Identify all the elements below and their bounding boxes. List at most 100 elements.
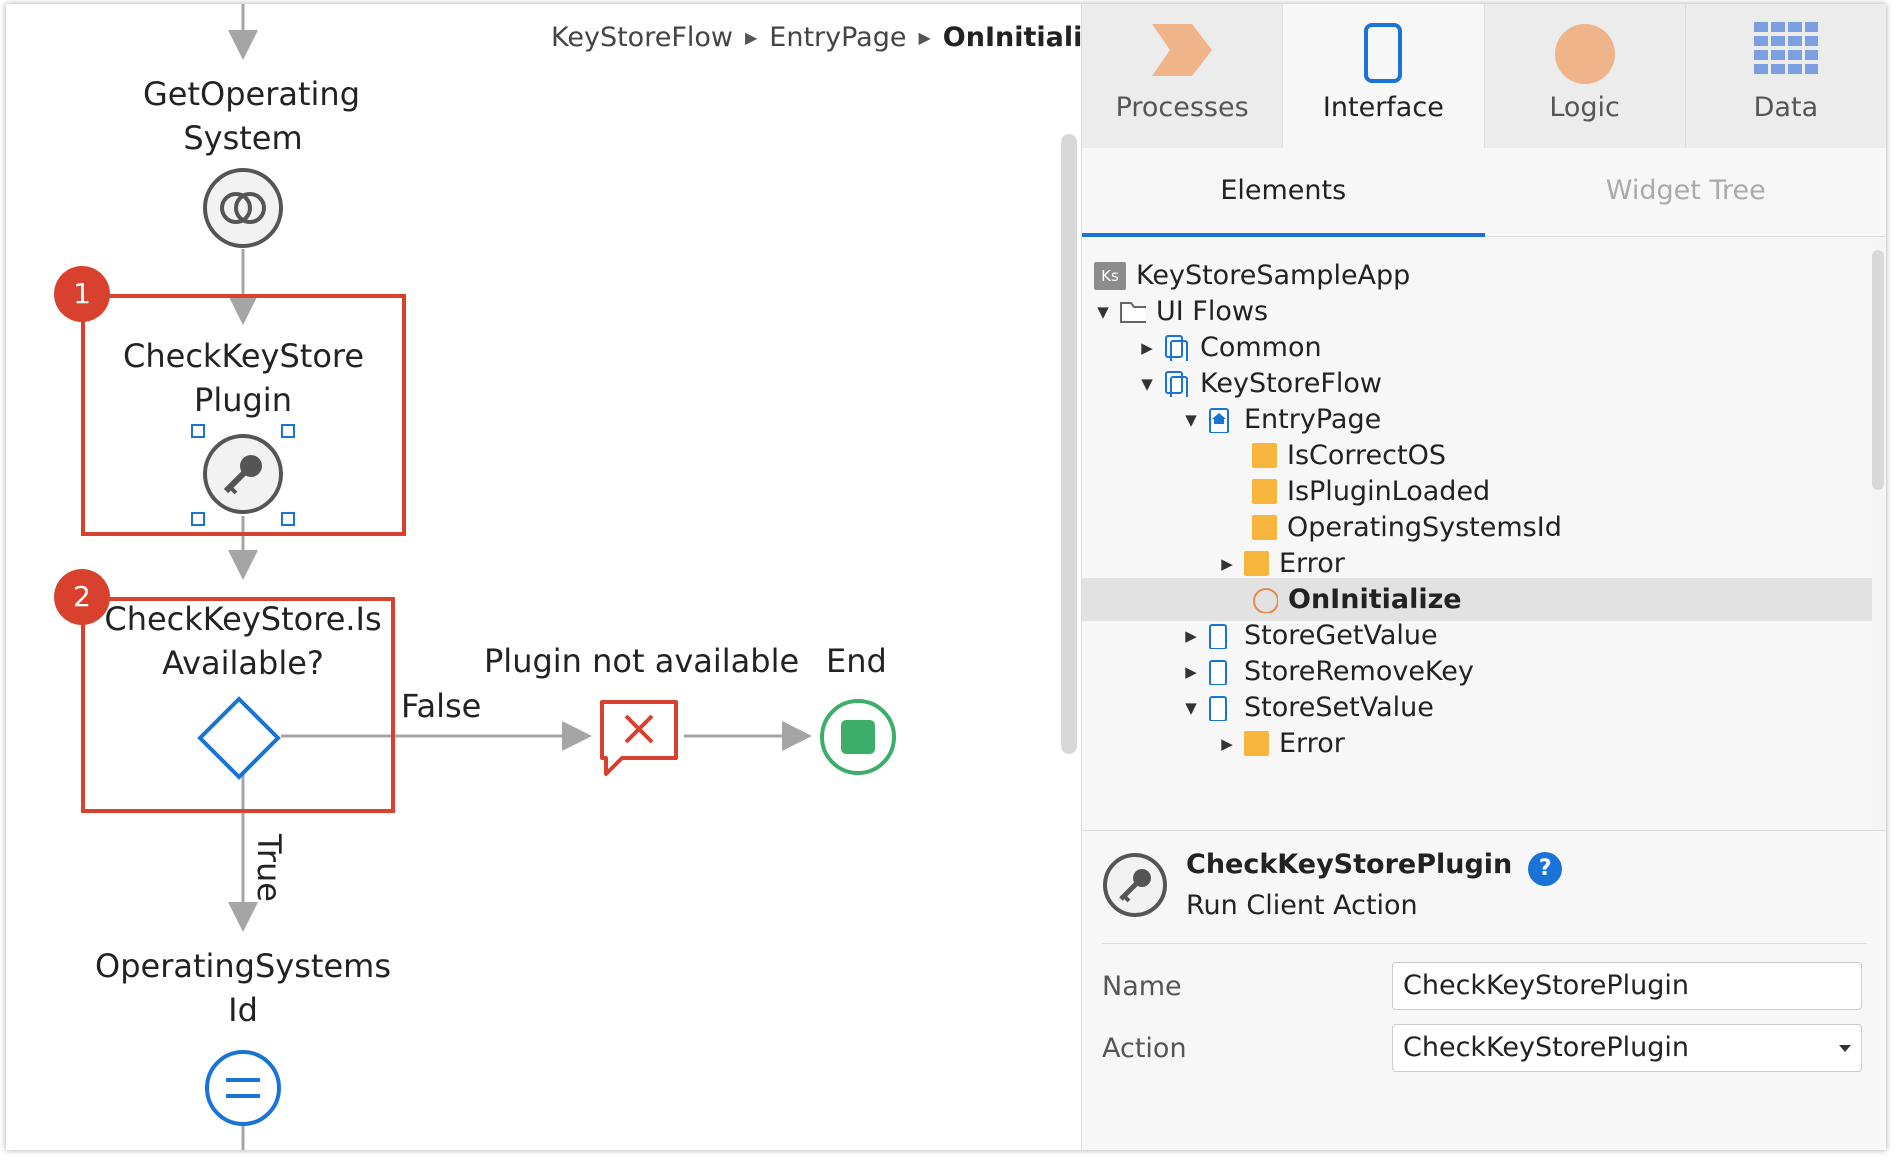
tab-data[interactable]: Data	[1685, 4, 1886, 148]
name-label: Name	[1102, 970, 1182, 1002]
tree-item-ui-flows[interactable]: ▼ UI Flows	[1082, 290, 1872, 333]
right-panel: Processes Interface Logic	[1081, 4, 1886, 1150]
variable-icon	[1244, 551, 1269, 576]
caret-right-icon[interactable]: ▶	[1221, 734, 1233, 753]
variable-icon	[1252, 443, 1277, 468]
is-available-decision-node[interactable]	[197, 696, 281, 780]
tree-item-label: Error	[1279, 728, 1345, 759]
tree-item-error-2[interactable]: ▶ Error	[1082, 722, 1872, 765]
properties-header: CheckKeyStorePlugin? Run Client Action	[1102, 849, 1563, 921]
tab-interface-label: Interface	[1322, 92, 1444, 123]
action-select[interactable]: CheckKeyStorePlugin	[1392, 1024, 1862, 1072]
caret-down-icon[interactable]: ▼	[1185, 410, 1197, 429]
caret-right-icon[interactable]: ▶	[1141, 338, 1153, 357]
tree-item-oninitialize[interactable]: OnInitialize	[1082, 578, 1872, 621]
flow-diagram	[81, 4, 896, 1150]
plugin-not-available-error-node[interactable]	[600, 700, 678, 776]
callout-badge-2: 2	[54, 569, 110, 625]
event-handler-icon	[1253, 587, 1278, 613]
app-window: KeyStoreFlow ▶ EntryPage ▶ OnInitialize …	[6, 4, 1886, 1150]
tree-item-iscorrectos[interactable]: IsCorrectOS	[1082, 434, 1872, 477]
tab-elements[interactable]: Elements	[1082, 148, 1485, 237]
tree-item-label: UI Flows	[1156, 296, 1269, 327]
tree-item-storeremovekey[interactable]: ▶ StoreRemoveKey	[1082, 650, 1872, 693]
help-icon[interactable]: ?	[1528, 851, 1563, 886]
plugin-not-available-label: Plugin not available	[484, 642, 800, 680]
key-icon	[1103, 853, 1167, 917]
chevron-down-icon	[1839, 1045, 1851, 1052]
breadcrumb-separator-icon: ▶	[744, 28, 758, 47]
end-node[interactable]	[820, 699, 896, 775]
canvas-scrollbar[interactable]	[1061, 134, 1077, 754]
screen-icon	[1209, 623, 1227, 649]
tree-item-label: Error	[1279, 548, 1345, 579]
tree-item-label: OnInitialize	[1288, 584, 1462, 615]
tab-data-label: Data	[1753, 92, 1819, 123]
tree-item-ispluginloaded[interactable]: IsPluginLoaded	[1082, 470, 1872, 513]
tab-processes[interactable]: Processes	[1082, 4, 1284, 148]
tree-item-operatingsystemsid[interactable]: OperatingSystemsId	[1082, 506, 1872, 549]
tree-item-entrypage[interactable]: ▼ EntryPage	[1082, 398, 1872, 441]
tree-item-label: KeyStoreFlow	[1200, 368, 1382, 399]
screen-icon	[1209, 695, 1227, 721]
tree-item-keystoreflow[interactable]: ▼ KeyStoreFlow	[1082, 362, 1872, 405]
tree-item-label: Common	[1200, 332, 1322, 363]
folder-icon	[1120, 301, 1146, 323]
logic-icon	[1554, 24, 1615, 84]
caret-right-icon[interactable]: ▶	[1185, 626, 1197, 645]
tab-logic-label: Logic	[1549, 92, 1620, 123]
tab-processes-label: Processes	[1115, 92, 1249, 123]
action-label: Action	[1102, 1032, 1187, 1064]
tab-widget-tree[interactable]: Widget Tree	[1605, 175, 1766, 206]
highlight-box-1	[81, 294, 406, 536]
name-property-row: Name CheckKeyStorePlugin	[1102, 961, 1872, 1011]
tree-item-label: StoreSetValue	[1244, 692, 1434, 723]
name-field[interactable]: CheckKeyStorePlugin	[1392, 962, 1862, 1010]
tree-item-storegetvalue[interactable]: ▶ StoreGetValue	[1082, 614, 1872, 657]
processes-icon	[1152, 24, 1213, 76]
tree-item-label: StoreRemoveKey	[1244, 656, 1474, 687]
variable-icon	[1252, 479, 1277, 504]
tree-item-storesetvalue[interactable]: ▼ StoreSetValue	[1082, 686, 1872, 729]
flow-icon	[1165, 334, 1188, 361]
action-select-value: CheckKeyStorePlugin	[1403, 1032, 1690, 1063]
caret-right-icon[interactable]: ▶	[1185, 662, 1197, 681]
layer-tabs: Processes Interface Logic	[1082, 4, 1886, 148]
tree-item-label: KeyStoreSampleApp	[1136, 260, 1411, 291]
properties-subtitle: Run Client Action	[1186, 889, 1418, 921]
breadcrumb-flow[interactable]: KeyStoreFlow	[551, 22, 733, 53]
properties-panel: CheckKeyStorePlugin? Run Client Action N…	[1082, 830, 1886, 1150]
variable-icon	[1244, 731, 1269, 756]
tab-logic[interactable]: Logic	[1484, 4, 1686, 148]
get-operating-system-node[interactable]	[203, 168, 283, 248]
tree-scrollbar[interactable]	[1872, 250, 1884, 490]
callout-badge-1: 1	[54, 266, 110, 322]
tree-item-label: StoreGetValue	[1244, 620, 1438, 651]
caret-down-icon[interactable]: ▼	[1097, 302, 1109, 321]
breadcrumb: KeyStoreFlow ▶ EntryPage ▶ OnInitialize	[551, 22, 1116, 53]
tab-interface[interactable]: Interface	[1283, 4, 1485, 148]
flow-canvas[interactable]: KeyStoreFlow ▶ EntryPage ▶ OnInitialize …	[6, 4, 1116, 1150]
tree-item-label: IsCorrectOS	[1287, 440, 1446, 471]
app-badge-icon: Ks	[1094, 261, 1126, 290]
breadcrumb-screen[interactable]: EntryPage	[769, 22, 907, 53]
tree-item-error[interactable]: ▶ Error	[1082, 542, 1872, 585]
screen-icon	[1209, 659, 1227, 685]
tree-item-label: IsPluginLoaded	[1287, 476, 1491, 507]
data-icon	[1753, 22, 1818, 74]
caret-down-icon[interactable]: ▼	[1185, 698, 1197, 717]
caret-right-icon[interactable]: ▶	[1221, 554, 1233, 573]
home-screen-icon	[1209, 407, 1229, 433]
caret-down-icon[interactable]: ▼	[1141, 374, 1153, 393]
sub-tabs: Elements Widget Tree	[1082, 148, 1886, 237]
tree-item-label: EntryPage	[1244, 404, 1382, 435]
operating-systems-id-assign-node[interactable]	[205, 1050, 281, 1126]
tree-item-app[interactable]: Ks KeyStoreSampleApp	[1082, 254, 1872, 297]
check-keystore-plugin-node[interactable]	[191, 424, 295, 526]
breadcrumb-separator-icon: ▶	[918, 28, 931, 47]
false-branch-label: False	[401, 687, 482, 725]
tree-item-common[interactable]: ▶ Common	[1082, 326, 1872, 369]
element-tree: Ks KeyStoreSampleApp ▼ UI Flows ▶ Common…	[1082, 240, 1872, 830]
